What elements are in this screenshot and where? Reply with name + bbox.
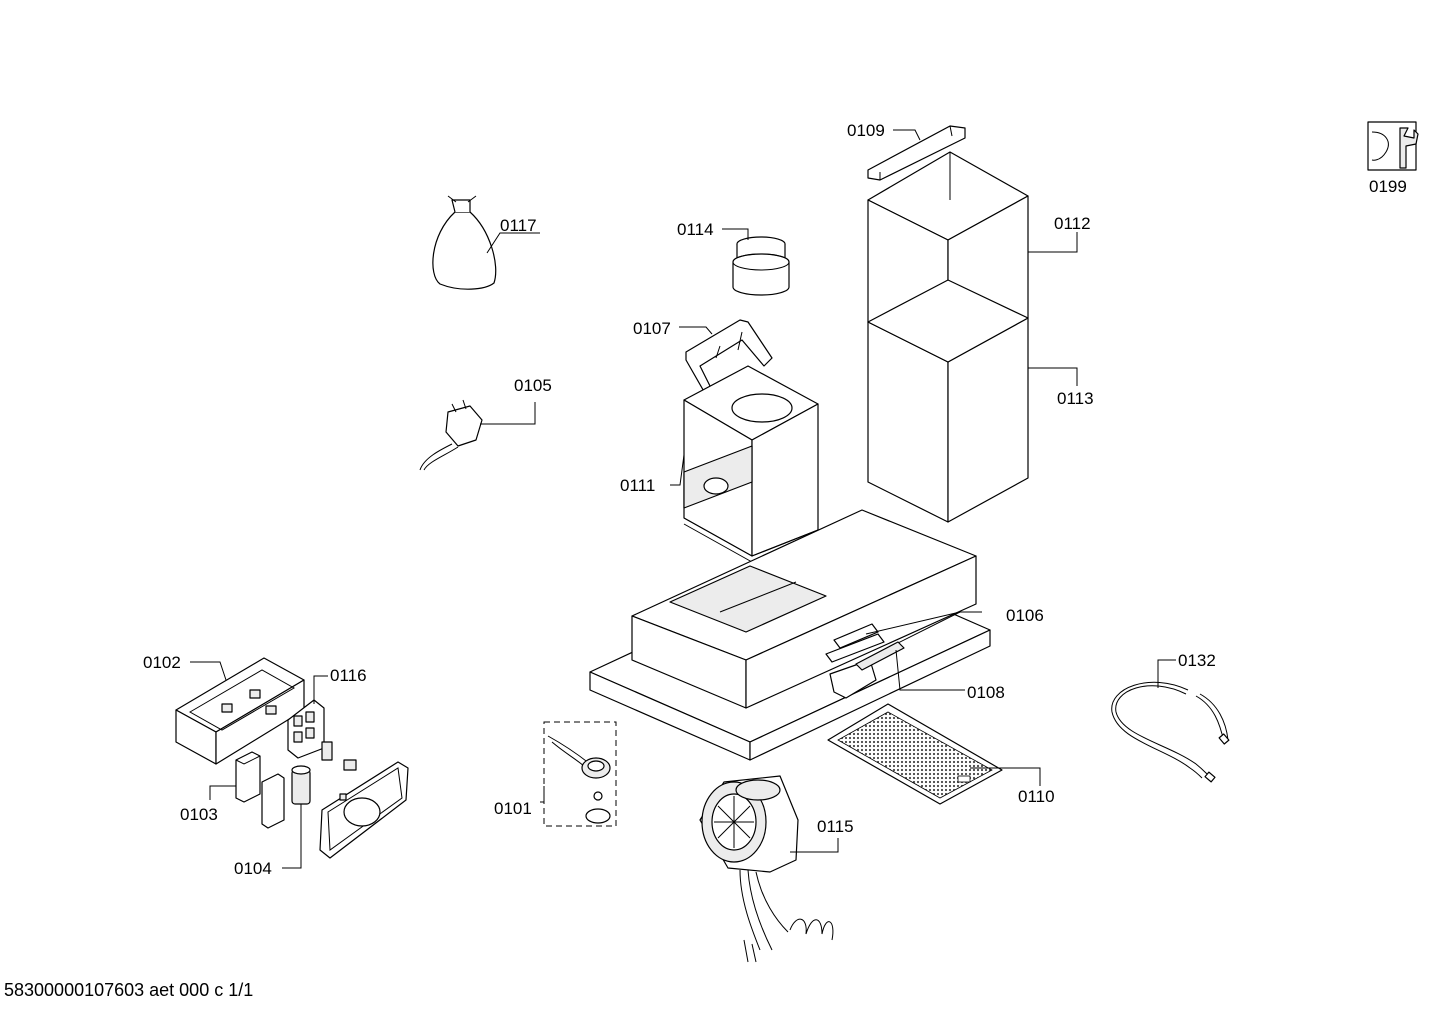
label-0111: 0111 — [620, 476, 655, 495]
label-0110: 0110 — [1018, 787, 1055, 806]
bag-part[interactable] — [432, 195, 497, 290]
label-0199: 0199 — [1369, 177, 1407, 196]
label-0114: 0114 — [677, 220, 714, 239]
motor-housing-part[interactable] — [683, 365, 819, 563]
top-bracket-part[interactable] — [867, 125, 966, 181]
grease-filter-part[interactable] — [827, 703, 1003, 805]
label-0116: 0116 — [330, 666, 367, 685]
control-panel-cover-part[interactable] — [319, 761, 409, 859]
label-0113: 0113 — [1057, 389, 1094, 408]
power-plug-part[interactable] — [419, 399, 483, 471]
label-0104: 0104 — [234, 859, 272, 878]
label-0109: 0109 — [847, 121, 885, 140]
label-0103: 0103 — [180, 805, 218, 824]
label-0107: 0107 — [633, 319, 671, 338]
duct-connector-part[interactable] — [732, 236, 790, 296]
label-0101: 0101 — [494, 799, 532, 818]
label-0115: 0115 — [817, 817, 854, 836]
circuit-board-part[interactable] — [287, 699, 357, 771]
label-0108: 0108 — [967, 683, 1005, 702]
cable-part[interactable] — [1111, 681, 1230, 783]
filter-handle-part[interactable] — [855, 641, 905, 671]
label-0117: 0117 — [500, 216, 537, 235]
label-0106: 0106 — [1006, 606, 1044, 625]
light-assembly-part[interactable] — [543, 721, 617, 827]
housing-bracket-part[interactable] — [685, 319, 773, 403]
label-0132: 0132 — [1178, 651, 1216, 670]
label-0112: 0112 — [1054, 214, 1091, 233]
fan-motor-part[interactable] — [699, 775, 834, 963]
wrench-icon[interactable] — [1367, 121, 1419, 171]
label-0105: 0105 — [514, 376, 552, 395]
canopy-body-part[interactable] — [589, 509, 991, 761]
control-panel-frame-part[interactable] — [175, 657, 305, 765]
capacitor-part[interactable] — [261, 765, 311, 829]
label-0102: 0102 — [143, 653, 181, 672]
lower-chimney-part[interactable] — [867, 279, 1029, 523]
switch-module-part[interactable] — [235, 751, 261, 803]
document-id-footer: 58300000107603 aet 000 c 1/1 — [4, 980, 254, 1000]
